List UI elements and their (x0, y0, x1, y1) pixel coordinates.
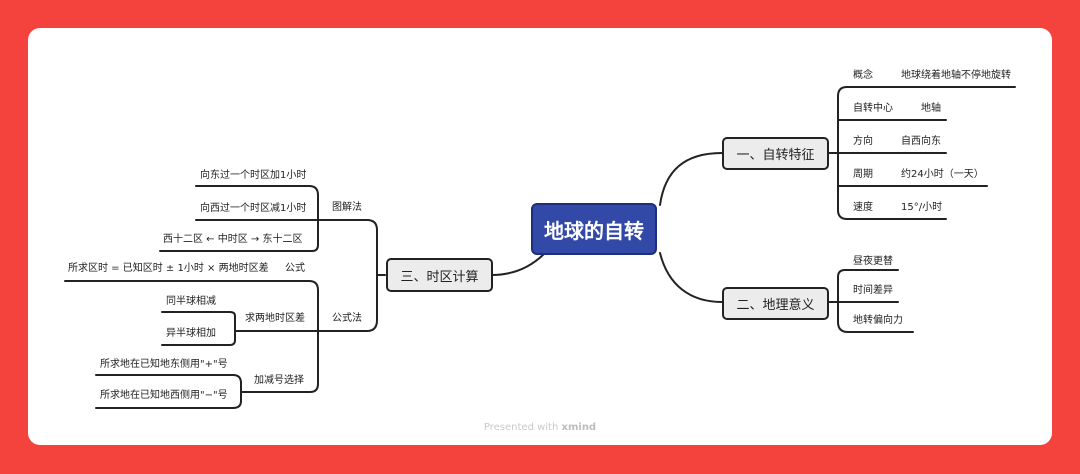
feature-value-direction[interactable]: 自西向东 (901, 136, 941, 147)
feature-value-speed[interactable]: 15°/小时 (901, 202, 943, 213)
topic-rotation-features[interactable]: 一、自转特征 (722, 137, 829, 170)
method-diagram[interactable]: 图解法 (332, 202, 362, 213)
feature-label-center[interactable]: 自转中心 (853, 103, 893, 114)
diagram-item-zones[interactable]: 西十二区 ← 中时区 → 东十二区 (163, 234, 303, 245)
feature-label-direction[interactable]: 方向 (853, 136, 873, 147)
feature-value-period[interactable]: 约24小时（一天） (901, 169, 984, 180)
sign-choice-label[interactable]: 加减号选择 (254, 375, 304, 386)
link-timezone (491, 252, 546, 276)
zone-diff-label[interactable]: 求两地时区差 (245, 313, 305, 324)
topic-timezone-calculation[interactable]: 三、时区计算 (386, 258, 493, 292)
meaning-time-difference[interactable]: 时间差异 (853, 285, 893, 296)
feature-value-center[interactable]: 地轴 (921, 103, 941, 114)
method-formula[interactable]: 公式法 (332, 313, 362, 324)
link-geography (659, 252, 723, 303)
feature-label-speed[interactable]: 速度 (853, 202, 873, 213)
sign-choice-west[interactable]: 所求地在已知地西侧用"−"号 (100, 390, 228, 401)
diagram-item-west[interactable]: 向西过一个时区减1小时 (200, 203, 307, 214)
feature-label-period[interactable]: 周期 (853, 169, 873, 180)
meaning-day-night[interactable]: 昼夜更替 (853, 256, 893, 267)
sign-choice-east[interactable]: 所求地在已知地东侧用"+"号 (100, 359, 228, 370)
feature-value-concept[interactable]: 地球绕着地轴不停地旋转 (901, 70, 1011, 81)
credit-prefix: Presented with (483, 422, 559, 433)
feature-label-concept[interactable]: 概念 (853, 70, 873, 81)
diagram-item-east[interactable]: 向东过一个时区加1小时 (200, 170, 307, 181)
link-rotation-trunk (828, 95, 839, 211)
credit-brand: xmind (561, 422, 597, 433)
formula-text[interactable]: 所求区时 = 已知区时 ± 1小时 × 两地时区差 (68, 263, 269, 274)
xmind-credit: Presented with xmind (0, 422, 1080, 433)
topic-geographic-significance[interactable]: 二、地理意义 (722, 287, 829, 320)
link-rotation (659, 152, 723, 206)
central-topic[interactable]: 地球的自转 (531, 203, 657, 255)
zone-diff-same[interactable]: 同半球相减 (166, 296, 216, 307)
formula-label[interactable]: 公式 (285, 263, 305, 274)
zone-diff-opposite[interactable]: 异半球相加 (166, 328, 216, 339)
meaning-coriolis[interactable]: 地转偏向力 (853, 315, 903, 326)
